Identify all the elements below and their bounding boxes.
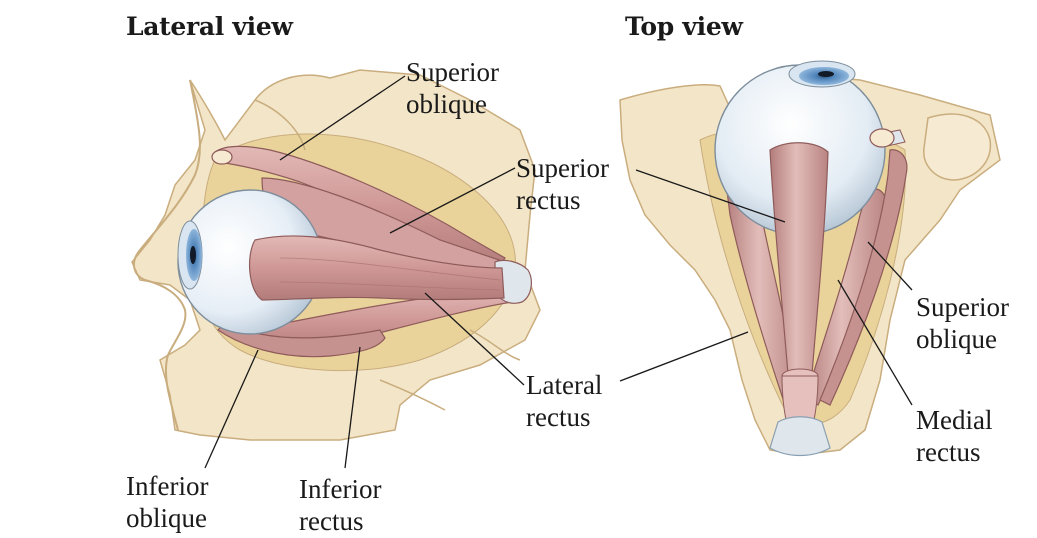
label-lateral-rectus: Lateral rectus <box>526 370 603 432</box>
leader-line-lateral-rectus-left <box>424 292 525 386</box>
top-bone-process <box>923 113 992 181</box>
top-optic-canal <box>769 416 831 457</box>
top-trochlea <box>869 128 895 148</box>
leader-lines <box>204 75 913 469</box>
face-profile-line <box>133 79 201 431</box>
top-view-illustration <box>619 60 1001 457</box>
leader-line-inferior-oblique <box>204 349 259 469</box>
top-view-title: Top view <box>625 12 743 41</box>
leader-line-superior-rectus <box>389 167 516 234</box>
leader-line-superior-rectus-top <box>635 169 786 223</box>
leader-line-lateral-rectus-right <box>619 331 749 382</box>
label-superior-rectus: Superior rectus <box>516 153 609 215</box>
top-superior-rectus-muscle <box>769 142 829 401</box>
lateral-rectus-muscle <box>249 235 505 301</box>
label-lateral-superior-oblique: Superior oblique <box>406 57 499 119</box>
leader-line-top-superior-oblique <box>867 241 913 291</box>
label-medial-rectus: Medial rectus <box>916 405 993 467</box>
lateral-view-illustration <box>131 69 541 441</box>
label-inferior-rectus: Inferior rectus <box>299 474 382 536</box>
label-top-superior-oblique: Superior oblique <box>916 292 1009 354</box>
label-inferior-oblique: Inferior oblique <box>126 471 209 533</box>
top-superior-oblique-muscle <box>819 149 908 406</box>
lateral-rectus-fiber-lines <box>279 257 501 291</box>
leader-line-lateral-superior-oblique <box>279 75 406 161</box>
top-pupil <box>818 71 834 77</box>
lateral-pupil <box>190 246 196 264</box>
top-optic-nerve <box>781 375 819 421</box>
leader-line-medial-rectus <box>837 279 913 406</box>
leader-line-inferior-rectus <box>344 346 361 469</box>
lateral-view-title: Lateral view <box>126 12 293 41</box>
trochlea <box>211 149 233 165</box>
